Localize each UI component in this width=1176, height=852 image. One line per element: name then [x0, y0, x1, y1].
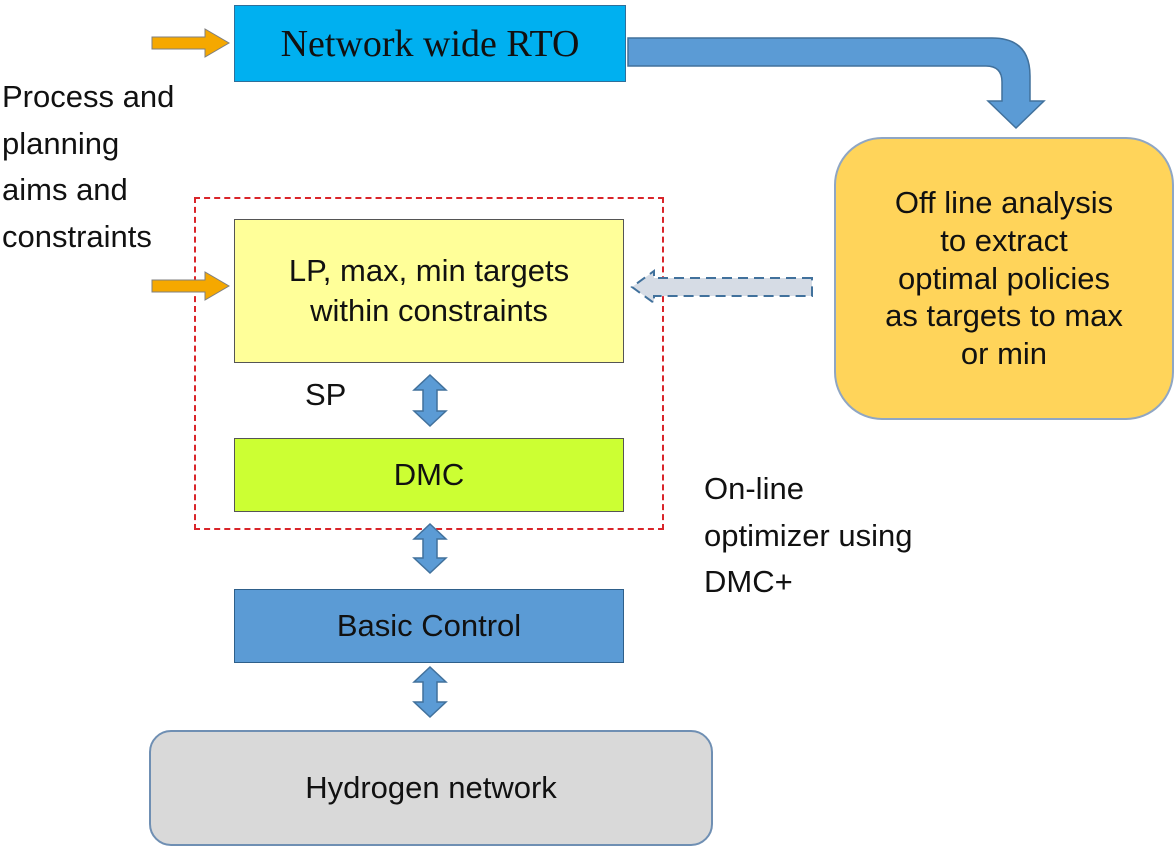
- lp-targets-line-2: within constraints: [310, 293, 548, 328]
- hydrogen-network-box: Hydrogen network: [149, 730, 713, 846]
- process-planning-label: Process and planning aims and constraint…: [2, 74, 174, 260]
- dmc-box: DMC: [234, 438, 624, 512]
- process-label-line-2: planning: [2, 125, 120, 161]
- hydrogen-network-text: Hydrogen network: [305, 770, 557, 805]
- offline-analysis-line-3: optimal policies: [898, 260, 1110, 296]
- process-label-line-3: aims and: [2, 172, 128, 207]
- online-label-line-3: DMC+: [704, 564, 793, 599]
- offline-analysis-box: Off line analysis to extract optimal pol…: [834, 137, 1174, 420]
- online-label-line-2: optimizer using: [704, 517, 913, 553]
- online-optimizer-label: On-line optimizer using DMC+: [704, 466, 912, 606]
- online-label-line-1: On-line: [704, 471, 804, 506]
- process-label-line-1: Process and: [2, 79, 175, 114]
- network-wide-rto-box: Network wide RTO: [234, 5, 626, 82]
- dmc-basic-double-arrow: [412, 522, 448, 575]
- process-label-line-4: constraints: [2, 218, 152, 254]
- offline-analysis-line-5: or min: [960, 336, 1048, 372]
- basic-control-box: Basic Control: [234, 589, 624, 663]
- offline-analysis-line-2: to extract: [940, 222, 1068, 258]
- lp-targets-box: LP, max, min targets within constraints: [234, 219, 624, 363]
- dmc-text: DMC: [393, 457, 465, 492]
- rto-to-offline-arrow: [627, 37, 1046, 130]
- sp-label: SP: [305, 377, 347, 412]
- rto-input-arrow: [151, 28, 230, 58]
- basic-control-text: Basic Control: [336, 608, 522, 643]
- network-wide-rto-text: Network wide RTO: [280, 22, 580, 65]
- offline-analysis-line-4: as targets to max: [885, 298, 1123, 334]
- lp-targets-line-1: LP, max, min targets: [288, 253, 570, 289]
- offline-analysis-line-1: Off line analysis: [894, 184, 1114, 220]
- basic-hydrogen-double-arrow: [412, 665, 448, 719]
